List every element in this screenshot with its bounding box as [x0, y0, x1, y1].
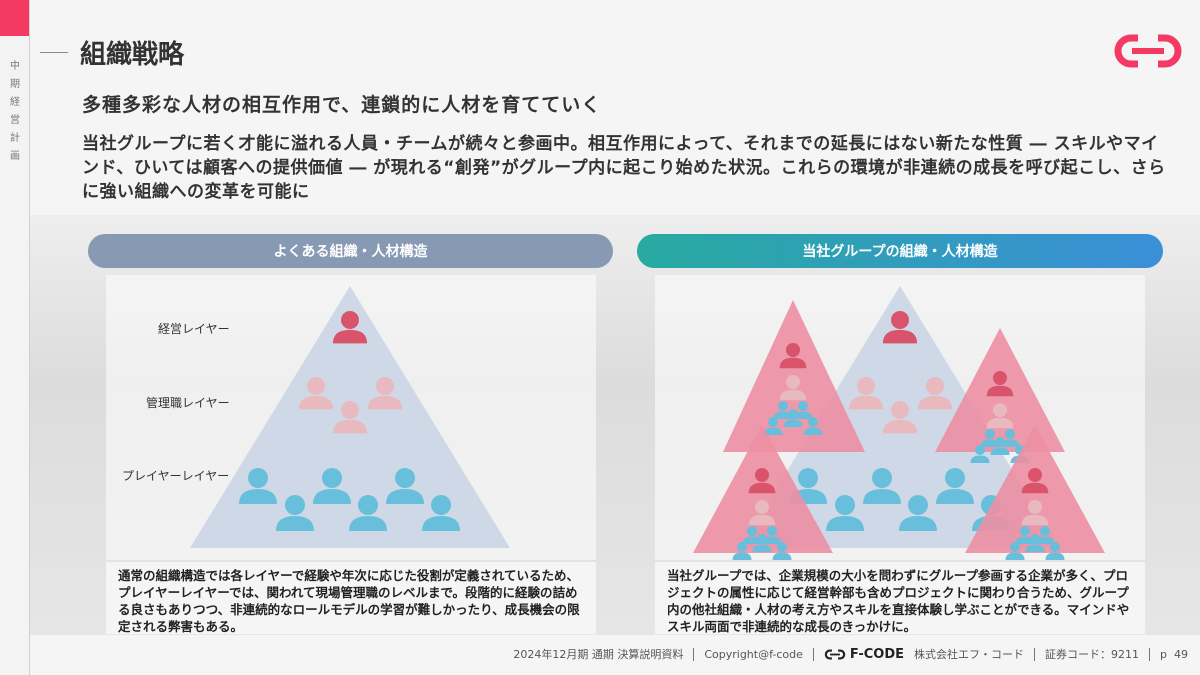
footer-company: 株式会社エフ・コード	[914, 648, 1025, 661]
player-person-icon	[826, 495, 864, 531]
player-person-icon	[1000, 429, 1020, 447]
player-person-icon	[742, 526, 762, 544]
sidebar: 中期経営計画	[0, 0, 30, 675]
page-number: p 49	[1160, 647, 1188, 661]
player-person-icon	[772, 542, 792, 560]
subtitle: 多種多彩な人材の相互作用で、連鎖的に人材を育てていく	[82, 94, 602, 116]
exec-person-icon	[779, 343, 807, 369]
label-manager-layer: 管理職レイヤー	[146, 396, 230, 410]
exec-person-icon	[986, 371, 1014, 397]
player-person-icon	[763, 417, 783, 435]
exec-person-icon	[332, 311, 368, 344]
manager-person-icon	[779, 375, 807, 401]
footer-code: 証券コード：9211	[1045, 648, 1140, 661]
player-person-icon	[1005, 542, 1025, 560]
player-person-icon	[762, 526, 782, 544]
player-person-icon	[803, 417, 823, 435]
player-person-icon	[422, 495, 460, 531]
page-title: 組織戦略	[40, 34, 184, 71]
player-person-icon	[349, 495, 387, 531]
exec-person-icon	[748, 468, 776, 494]
right-description: 当社グループでは、企業規模の大小を問わずにグループ参画する企業が多く、プロジェク…	[655, 562, 1145, 634]
player-person-icon	[1015, 526, 1035, 544]
player-person-icon	[970, 445, 990, 463]
player-person-icon	[276, 495, 314, 531]
label-player-layer: プレイヤーレイヤー	[122, 469, 230, 483]
player-person-icon	[1045, 542, 1065, 560]
player-person-icon	[1035, 526, 1055, 544]
manager-person-icon	[748, 500, 776, 526]
player-person-icon	[980, 429, 1000, 447]
exec-person-icon	[1021, 468, 1049, 494]
left-header: よくある組織・人材構造	[88, 234, 613, 268]
manager-person-icon	[332, 401, 368, 434]
manager-person-icon	[986, 403, 1014, 429]
section-label: 中期経営計画	[10, 61, 20, 162]
manager-person-icon	[882, 401, 918, 434]
player-person-icon	[239, 468, 277, 504]
manager-person-icon	[1021, 500, 1049, 526]
player-person-icon	[773, 401, 793, 419]
footer-doc: 2024年12月期 通期 決算説明資料	[513, 648, 684, 661]
player-person-icon	[899, 495, 937, 531]
title-dash	[40, 52, 68, 53]
right-header: 当社グループの組織・人材構造	[637, 234, 1163, 268]
footer-brand: F-CODE	[824, 647, 904, 662]
title-text: 組織戦略	[80, 40, 185, 70]
player-person-icon	[386, 468, 424, 504]
player-person-icon	[313, 468, 351, 504]
accent-block	[0, 0, 29, 36]
manager-person-icon	[917, 377, 953, 410]
player-person-icon	[732, 542, 752, 560]
player-person-icon	[793, 401, 813, 419]
player-person-icon	[936, 468, 974, 504]
left-description: 通常の組織構造では各レイヤーで経験や年次に応じた役割が定義されているため、プレイ…	[106, 562, 596, 634]
manager-person-icon	[298, 377, 334, 410]
lead-text: 当社グループに若く才能に溢れる人員・チームが続々と参画中。相互作用によって、それ…	[82, 134, 1166, 202]
fcode-logo-icon	[1114, 34, 1182, 68]
player-person-icon	[863, 468, 901, 504]
brand-text: F-CODE	[849, 646, 905, 662]
footer-copyright: Copyright@f-code	[704, 647, 803, 661]
manager-person-icon	[367, 377, 403, 410]
fcode-logo-icon	[824, 648, 846, 660]
footer: 2024年12月期 通期 決算説明資料 Copyright@f-code F-C…	[513, 646, 1188, 662]
manager-person-icon	[848, 377, 884, 410]
label-exec-layer: 経営レイヤー	[158, 322, 230, 336]
exec-person-icon	[882, 311, 918, 344]
